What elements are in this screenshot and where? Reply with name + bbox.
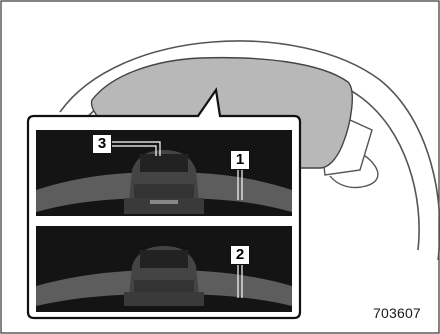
figure-number: 703607 bbox=[373, 305, 421, 321]
callout-label-1: 1 bbox=[230, 150, 250, 170]
callout-label-2: 2 bbox=[230, 245, 250, 265]
camera-view-panel-lower bbox=[36, 226, 292, 312]
callout-label-3: 3 bbox=[92, 134, 112, 154]
camera-view-panel-upper bbox=[36, 130, 292, 216]
